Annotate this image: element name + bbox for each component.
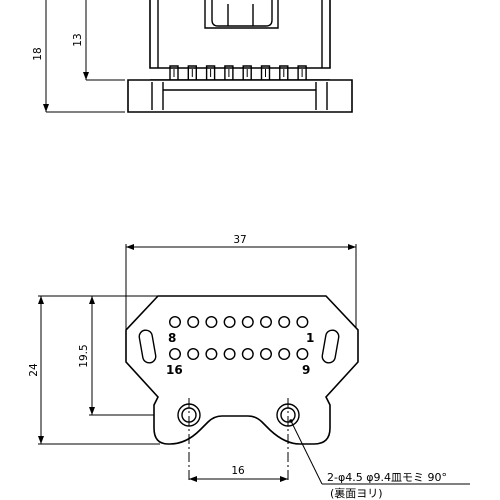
pin-hole	[260, 348, 273, 361]
pin-hole	[223, 348, 236, 361]
pin-hole-grid	[168, 316, 309, 361]
pin-label-9: 9	[302, 363, 310, 377]
pin-hole	[278, 348, 291, 361]
pin-label-16: 16	[166, 363, 183, 377]
pin-hole	[205, 348, 218, 361]
side-view: 18 13	[32, 0, 353, 113]
side-pin	[297, 65, 307, 80]
pin-hole	[187, 316, 200, 329]
top-view: 37 24 19.5 8 1 16 9	[28, 234, 470, 500]
pin-hole	[168, 316, 181, 329]
latch	[204, 0, 279, 29]
side-pin-row	[169, 65, 307, 80]
pin-hole	[241, 316, 254, 329]
dim-upper-height: 13	[72, 33, 84, 46]
side-flange	[127, 79, 353, 113]
pin-hole	[296, 316, 309, 329]
dim-width: 37	[233, 234, 246, 246]
dim-hole-row-height: 19.5	[78, 344, 90, 367]
upper-housing	[149, 0, 331, 69]
pin-hole	[296, 348, 309, 361]
pin-label-1: 1	[306, 331, 314, 345]
side-pin	[242, 65, 252, 80]
side-pin	[260, 65, 271, 80]
dim-hole-spacing: 16	[231, 465, 245, 477]
pin-label-8: 8	[168, 331, 176, 345]
side-pin	[187, 65, 197, 80]
pin-hole	[187, 348, 200, 361]
pin-hole	[168, 348, 181, 361]
pin-hole	[260, 316, 273, 329]
right-mounting-slot	[321, 329, 340, 364]
hole-note: 2-φ4.5 φ9.4皿モミ 90°	[327, 471, 447, 484]
dim-height: 24	[28, 363, 40, 377]
pin-hole	[241, 348, 254, 361]
side-pin	[205, 65, 216, 80]
pin-hole	[205, 316, 218, 329]
pin-hole	[223, 316, 236, 329]
side-pin	[169, 65, 179, 80]
side-pin	[224, 65, 234, 80]
dim-overall-height: 18	[32, 47, 44, 60]
pin-hole	[278, 316, 291, 329]
left-mounting-slot	[138, 329, 157, 364]
connector-flange-outline	[125, 295, 359, 445]
hole-note-sub: (裏面ヨリ)	[330, 486, 383, 500]
side-pin	[279, 65, 289, 80]
